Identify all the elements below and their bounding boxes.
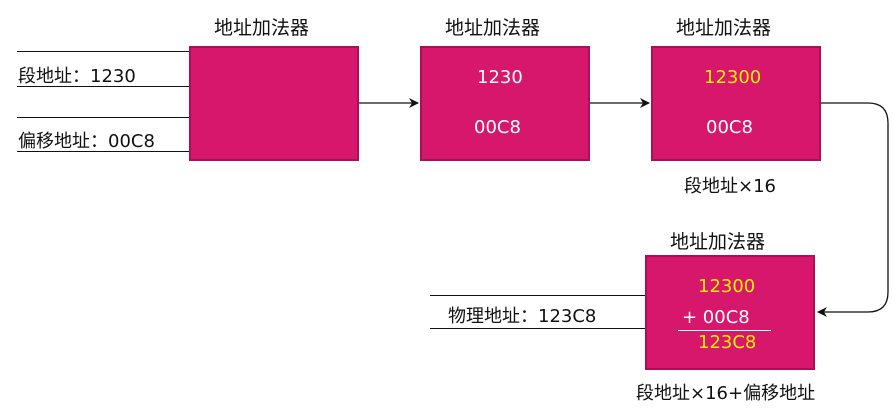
segment-line-bottom bbox=[17, 86, 189, 87]
offset-address-label: 偏移地址：00C8 bbox=[18, 131, 155, 152]
offset-line-top bbox=[17, 117, 189, 118]
segment-line-top bbox=[17, 51, 189, 52]
adder4-sum-line bbox=[678, 330, 771, 331]
adder3-caption: 段地址×16 bbox=[684, 176, 776, 197]
adder4-title: 地址加法器 bbox=[670, 231, 766, 253]
segment-address-label: 段地址：1230 bbox=[18, 66, 136, 87]
adder4-shifted-segment-value: 12300 bbox=[698, 276, 756, 297]
adder1-title: 地址加法器 bbox=[214, 17, 310, 39]
adder2-segment-value: 1230 bbox=[477, 67, 523, 88]
adder3-shifted-segment-value: 12300 bbox=[704, 67, 762, 88]
adder3-box bbox=[651, 46, 821, 161]
arrow-adder3-to-adder4 bbox=[817, 102, 889, 317]
output-line-bottom bbox=[430, 328, 645, 329]
adder3-offset-value: 00C8 bbox=[706, 117, 753, 138]
output-line-top bbox=[430, 295, 645, 296]
offset-line-bottom bbox=[17, 151, 189, 152]
adder2-box bbox=[420, 46, 590, 161]
adder4-sum-value: 123C8 bbox=[698, 332, 757, 353]
adder4-offset-addend: + 00C8 bbox=[682, 307, 750, 328]
adder1-box bbox=[189, 46, 359, 161]
adder2-offset-value: 00C8 bbox=[474, 117, 521, 138]
physical-address-label: 物理地址：123C8 bbox=[448, 306, 597, 327]
adder2-title: 地址加法器 bbox=[445, 17, 541, 39]
adder4-box bbox=[645, 255, 815, 370]
adder4-caption: 段地址×16+偏移地址 bbox=[636, 383, 816, 404]
adder3-title: 地址加法器 bbox=[676, 17, 772, 39]
